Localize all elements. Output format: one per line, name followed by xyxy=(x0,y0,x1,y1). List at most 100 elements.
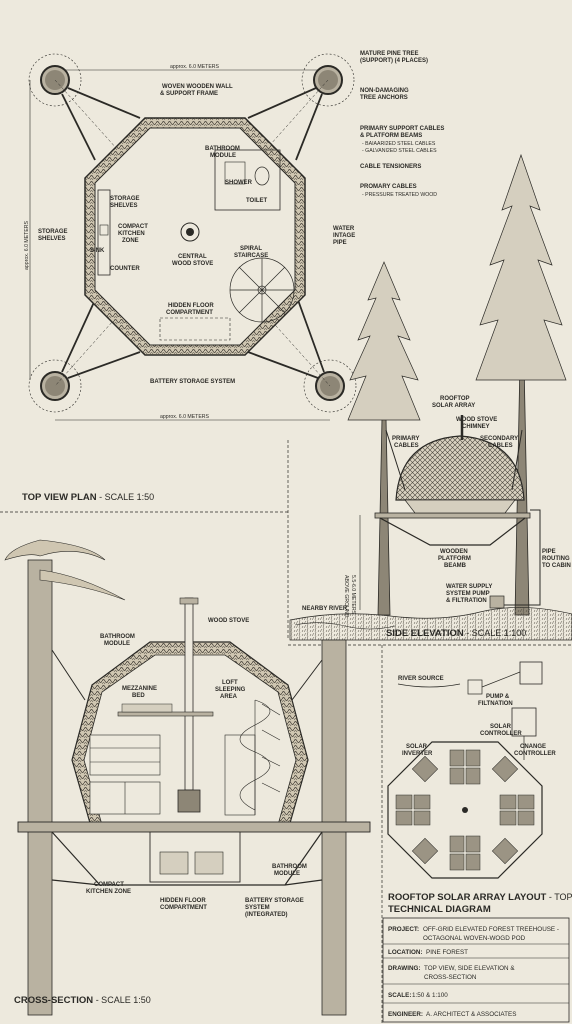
kitchen-cabinets xyxy=(89,734,256,816)
svg-text:SYSTEM: SYSTEM xyxy=(245,905,270,911)
label-storage-shelves-inner: STORAGE xyxy=(110,196,140,202)
cross-section-title: CROSS-SECTION - SCALE 1:50 xyxy=(14,995,151,1006)
svg-text:OCTAGONAL WOVEN-WOGD POD: OCTAGONAL WOVEN-WOGD POD xyxy=(423,935,526,942)
svg-text:- PRESSURE TREATED WOOD: - PRESSURE TREATED WOOD xyxy=(362,192,437,198)
svg-text:- GALVANI2ED STEEL CABLES: - GALVANI2ED STEEL CABLES xyxy=(362,148,437,154)
pipe-routing xyxy=(500,509,541,606)
label-primary-support: PRIMARY SUPPORT CABLES xyxy=(360,126,444,132)
label-toilet: TOILET xyxy=(246,198,268,204)
label-solar-inverter: SOLAR xyxy=(406,744,428,750)
label-nearby-river: NEARBY RIVER xyxy=(302,606,348,612)
tree-circle-tr xyxy=(301,53,355,107)
battery-icon-1 xyxy=(159,851,189,875)
svg-text:FILTNATION: FILTNATION xyxy=(478,701,513,707)
label-primary-cables-side: PRIMARY xyxy=(392,436,419,442)
platform-floor-section xyxy=(17,821,371,833)
svg-text:PIPE: PIPE xyxy=(333,240,347,246)
central-stove-icon xyxy=(180,222,200,242)
dim-left-label: approx. 6.0 METERS xyxy=(24,220,30,270)
label-loft-area: LOFT xyxy=(222,680,238,686)
ground-line xyxy=(289,607,572,641)
svg-text:SOLAR ARRAY: SOLAR ARRAY xyxy=(432,403,475,409)
bathroom-room xyxy=(214,149,281,211)
svg-text:INTAGE: INTAGE xyxy=(333,233,355,239)
solar-array-diagram: RIVER SOURCE PUMP & FILTNATION SOLAR CON… xyxy=(387,661,572,915)
pine-tree-right xyxy=(475,153,567,616)
label-mature-pine: MATURE PINE TREE xyxy=(360,51,419,57)
water-pump-icon xyxy=(489,595,505,609)
label-hidden-floor-section: HIDDEN FLOOR xyxy=(160,898,206,904)
shower-tray xyxy=(224,161,246,185)
side-elevation-title: SIDE ELEVATION - SCALE 1:100 xyxy=(386,628,526,639)
svg-text:PLATFORM: PLATFORM xyxy=(438,556,471,562)
svg-text:KITCHEN: KITCHEN xyxy=(118,231,145,237)
svg-text:MODULE: MODULE xyxy=(274,871,300,877)
label-primary-cables: PROMARY CABLES xyxy=(360,184,417,190)
support-braces xyxy=(51,831,323,886)
primary-cables-side xyxy=(379,517,526,546)
svg-text:ABOVE GROUND: ABOVE GROUND xyxy=(343,575,349,618)
svg-text:TREE ANCHORS: TREE ANCHORS xyxy=(360,95,408,101)
solar-panels xyxy=(395,749,535,871)
svg-text:& FILTRATION: & FILTRATION xyxy=(446,598,487,604)
filter-tank-icon xyxy=(519,661,543,685)
label-wooden-platform: WOODEN xyxy=(440,549,468,555)
svg-text:STAIRCASE: STAIRCASE xyxy=(234,253,268,259)
svg-text:CHIMNEY: CHIMNEY xyxy=(462,424,490,430)
svg-text:CONTROLLER: CONTROLLER xyxy=(480,731,522,737)
svg-text:INVERTER: INVERTER xyxy=(402,751,433,757)
toilet-fixture xyxy=(254,166,270,186)
svg-text:CONTROLLER: CONTROLLER xyxy=(514,751,556,757)
solar-title: ROOFTOP SOLAR ARRAY LAYOUT - TOP VIEW xyxy=(388,892,572,903)
label-storage-shelves-outer: STORAGE xyxy=(38,229,68,235)
svg-text:ROUTING: ROUTING xyxy=(542,556,570,562)
tb-engineer: ENGINEER:A. ARCHITECT & ASSOCIATES xyxy=(388,1011,516,1018)
pump-icon xyxy=(467,679,483,695)
svg-text:BED: BED xyxy=(132,693,145,699)
label-spiral-staircase: SPIRAL xyxy=(240,246,262,252)
hidden-compartment-outline xyxy=(159,317,231,341)
label-cable-tensioners: CABLE TENSIONERS xyxy=(360,164,421,170)
label-bathroom-section: BATHROOM xyxy=(100,634,135,640)
label-battery-section: BATTERY STORAGE xyxy=(245,898,304,904)
dim-bottom-label: approx. 6.0 METERS xyxy=(160,414,210,420)
label-woven-wall: WOVEN WOODEN WALL xyxy=(162,84,233,90)
pod-dome xyxy=(395,435,525,501)
tb-scale: SCALE:1:50 & 1:100 xyxy=(388,992,448,999)
svg-text:MODULE: MODULE xyxy=(210,153,236,159)
svg-text:CROSS-SECTION: CROSS-SECTION xyxy=(424,974,477,981)
label-mezzanine-bed: MEZZANINE xyxy=(122,686,157,692)
label-pipe-routing: PIPE xyxy=(542,549,556,555)
tb-project: PROJECT:OFF-GRID ELEVATED FOREST TREEHOU… xyxy=(388,926,559,933)
svg-text:WOOD STOVE: WOOD STOVE xyxy=(172,261,213,267)
kitchen-counter xyxy=(97,189,111,276)
svg-text:CABLES: CABLES xyxy=(394,443,419,449)
label-water-intake: WATER xyxy=(333,226,355,232)
label-river-source: RIVER SOURCE xyxy=(398,676,444,682)
tree-trunk-left xyxy=(27,559,53,1016)
battery-icon-2 xyxy=(194,851,224,875)
cross-section: BATHROOM MODULE WOOD STOVE MEZZANINE BED… xyxy=(4,539,371,1016)
svg-text:KITCHEN ZONE: KITCHEN ZONE xyxy=(86,889,131,895)
svg-text:& PLATFORM BEAMS: & PLATFORM BEAMS xyxy=(360,133,422,139)
svg-text:& SUPPORT FRAME: & SUPPORT FRAME xyxy=(160,91,218,97)
solar-subtitle: TECHNICAL DIAGRAM xyxy=(388,904,491,915)
top-view-plan: approx. 6.0 METERS approx. 6.0 METERS ap… xyxy=(22,51,444,503)
tree-circle-bl xyxy=(28,359,82,413)
label-bathroom-section-2: BATHROOM xyxy=(272,864,307,870)
svg-text:COMPARTMENT: COMPARTMENT xyxy=(166,310,213,316)
label-compact-kitchen: COMPACT xyxy=(118,224,148,230)
svg-text:(INTEGRATED): (INTEGRATED) xyxy=(245,912,288,918)
label-hidden-floor: HIDDEN FLOOR xyxy=(168,303,214,309)
label-water-supply: WATER SUPPLY xyxy=(446,584,492,590)
label-battery-storage: BATTERY STORAGE SYSTEM xyxy=(150,379,235,385)
mezzanine-bed xyxy=(121,703,173,713)
label-solar-controller: SOLAR xyxy=(490,724,512,730)
mezzanine-floor xyxy=(117,711,214,717)
pine-tree-left xyxy=(347,261,421,616)
svg-text:SYSTEM PUMP: SYSTEM PUMP xyxy=(446,591,490,597)
svg-text:SLEEPING: SLEEPING xyxy=(215,687,246,693)
svg-text:(SUPPORT) (4 PLACES): (SUPPORT) (4 PLACES) xyxy=(360,58,428,64)
dim-top-label: approx. 6.0 METERS xyxy=(170,64,220,70)
